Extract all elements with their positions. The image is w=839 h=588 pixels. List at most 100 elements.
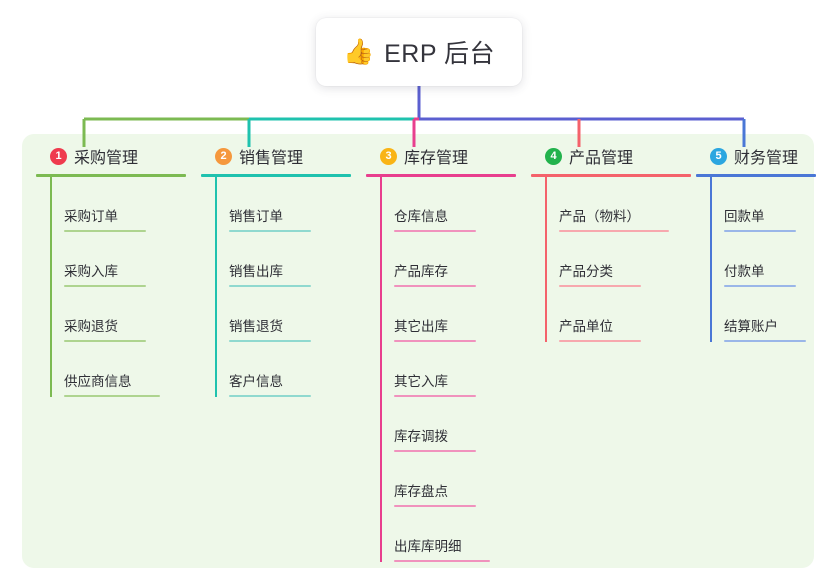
branch-item-label: 客户信息 (229, 374, 283, 389)
branch-item-underline (229, 340, 311, 342)
branch-items: 采购订单采购入库采购退货供应商信息 (36, 177, 186, 397)
branch-item-label: 产品分类 (559, 264, 613, 279)
branch-item[interactable]: 产品单位 (531, 287, 691, 342)
branch-item-underline (394, 450, 476, 452)
branch-item-underline (559, 285, 641, 287)
branch-spine (710, 177, 712, 342)
branch-item[interactable]: 其它出库 (366, 287, 516, 342)
branch-item-underline (724, 230, 796, 232)
branch-spine (215, 177, 217, 397)
branch-item[interactable]: 产品分类 (531, 232, 691, 287)
branch-item[interactable]: 出库库明细 (366, 507, 516, 562)
branch-underline (201, 174, 351, 177)
branch-header-3[interactable]: 3 库存管理 (366, 144, 516, 168)
branch-item-underline (229, 230, 311, 232)
branch-item[interactable]: 仓库信息 (366, 177, 516, 232)
branch-item-underline (394, 340, 476, 342)
branches-panel (22, 134, 814, 568)
branch-column-2: 2 销售管理销售订单销售出库销售退货客户信息 (201, 144, 351, 397)
branch-item-underline (64, 230, 146, 232)
branch-badge-icon: 5 (710, 147, 727, 165)
branch-item[interactable]: 销售订单 (201, 177, 351, 232)
root-title: ERP 后台 (384, 40, 496, 68)
branch-item-underline (229, 395, 311, 397)
branch-badge-icon: 4 (545, 147, 562, 165)
branch-column-4: 4 产品管理产品（物料） 产品分类产品单位 (531, 144, 691, 342)
branch-underline (366, 174, 516, 177)
branch-badge-icon: 3 (380, 147, 397, 165)
branch-item-underline (394, 395, 476, 397)
branch-item-label: 供应商信息 (64, 374, 132, 389)
branch-item[interactable]: 采购订单 (36, 177, 186, 232)
branch-item-underline (559, 230, 669, 232)
branch-item-underline (394, 560, 490, 562)
branch-title: 财务管理 (734, 150, 799, 167)
branch-item-label: 销售订单 (229, 209, 283, 224)
branch-item-label: 付款单 (724, 264, 765, 279)
branch-items: 回款单付款单结算账户 (696, 177, 816, 342)
branch-item-label: 采购订单 (64, 209, 118, 224)
branch-title: 库存管理 (404, 150, 469, 167)
branch-item-label: 仓库信息 (394, 209, 448, 224)
branch-item-label: 其它入库 (394, 374, 448, 389)
branch-item[interactable]: 产品库存 (366, 232, 516, 287)
branch-item-label: 回款单 (724, 209, 765, 224)
branch-item-label: 销售退货 (229, 319, 283, 334)
branch-item-underline (229, 285, 311, 287)
branch-item-label: 其它出库 (394, 319, 448, 334)
branch-items: 销售订单销售出库销售退货客户信息 (201, 177, 351, 397)
branch-title: 产品管理 (569, 150, 634, 167)
branch-item[interactable]: 结算账户 (696, 287, 816, 342)
branch-item[interactable]: 库存盘点 (366, 452, 516, 507)
branch-item[interactable]: 采购入库 (36, 232, 186, 287)
thumbs-up-icon: 👍 (342, 37, 375, 66)
branch-item[interactable]: 供应商信息 (36, 342, 186, 397)
branch-spine (545, 177, 547, 342)
branch-item-underline (724, 340, 806, 342)
branch-item-underline (64, 285, 146, 287)
branch-item-underline (559, 340, 641, 342)
branch-item-label: 产品（物料） (559, 209, 640, 224)
branch-spine (380, 177, 382, 562)
branch-header-4[interactable]: 4 产品管理 (531, 144, 691, 168)
branch-item[interactable]: 回款单 (696, 177, 816, 232)
branch-column-3: 3 库存管理仓库信息产品库存其它出库其它入库库存调拨库存盘点出库库明细 (366, 144, 516, 562)
branch-items: 产品（物料） 产品分类产品单位 (531, 177, 691, 342)
branch-item-label: 销售出库 (229, 264, 283, 279)
branch-underline (531, 174, 691, 177)
branch-items: 仓库信息产品库存其它出库其它入库库存调拨库存盘点出库库明细 (366, 177, 516, 562)
branch-column-5: 5 财务管理回款单付款单结算账户 (696, 144, 816, 342)
branch-header-1[interactable]: 1 采购管理 (36, 144, 186, 168)
root-node[interactable]: 👍 ERP 后台 (316, 18, 522, 86)
branch-item-label: 库存调拨 (394, 429, 448, 444)
branch-item-underline (394, 505, 476, 507)
branch-item-label: 出库库明细 (394, 539, 462, 554)
branch-header-2[interactable]: 2 销售管理 (201, 144, 351, 168)
branch-title: 采购管理 (74, 150, 139, 167)
branch-item[interactable]: 销售退货 (201, 287, 351, 342)
branch-item-underline (64, 340, 146, 342)
branch-item[interactable]: 付款单 (696, 232, 816, 287)
branch-item-label: 库存盘点 (394, 484, 448, 499)
branch-header-5[interactable]: 5 财务管理 (696, 144, 816, 168)
branch-badge-icon: 2 (215, 147, 232, 165)
branch-badge-icon: 1 (50, 147, 67, 165)
branch-column-1: 1 采购管理采购订单采购入库采购退货供应商信息 (36, 144, 186, 397)
branch-title: 销售管理 (239, 150, 304, 167)
branch-item[interactable]: 销售出库 (201, 232, 351, 287)
branch-item-label: 采购退货 (64, 319, 118, 334)
branch-underline (36, 174, 186, 177)
branch-item-underline (64, 395, 160, 397)
branch-item[interactable]: 采购退货 (36, 287, 186, 342)
branch-item-underline (724, 285, 796, 287)
branch-item-underline (394, 285, 476, 287)
branch-underline (696, 174, 816, 177)
branch-item[interactable]: 其它入库 (366, 342, 516, 397)
branch-item-label: 产品单位 (559, 319, 613, 334)
branch-spine (50, 177, 52, 397)
branch-item-label: 产品库存 (394, 264, 448, 279)
branch-item[interactable]: 库存调拨 (366, 397, 516, 452)
branch-item[interactable]: 产品（物料） (531, 177, 691, 232)
branch-item[interactable]: 客户信息 (201, 342, 351, 397)
